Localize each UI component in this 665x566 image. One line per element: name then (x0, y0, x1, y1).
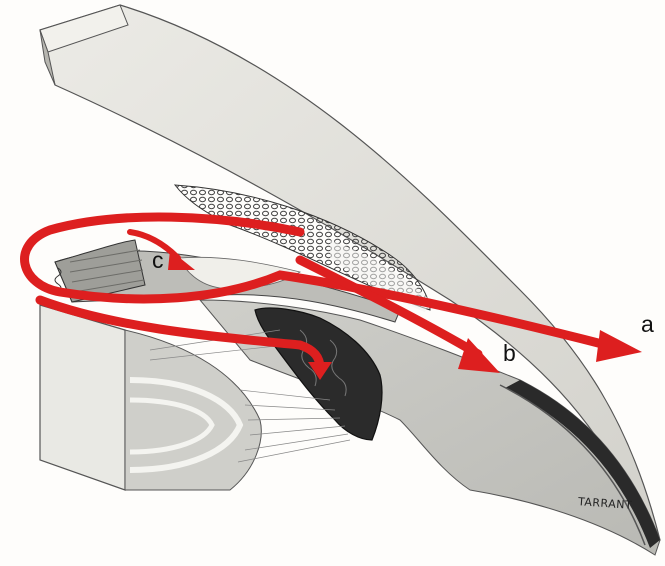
arrowhead-a (596, 330, 642, 362)
label-b: b (503, 342, 516, 365)
label-c: c (152, 249, 164, 272)
label-a: a (641, 313, 654, 336)
